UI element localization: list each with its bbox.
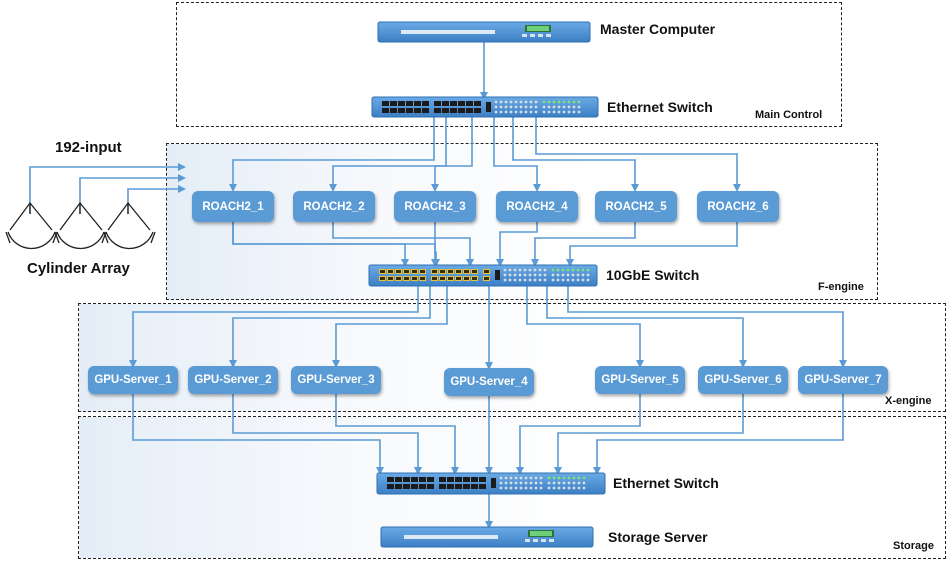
link-gpu1-switch: [132, 394, 384, 475]
input-line-3: [127, 185, 186, 214]
link-gpu6-switch: [554, 394, 744, 475]
link-switch-roach5: [512, 117, 639, 192]
master-computer-icon: [377, 21, 591, 43]
tengbe-switch-label: 10GbE Switch: [606, 267, 700, 283]
link-gpu3-switch: [335, 394, 459, 475]
gpu-node-1: GPU-Server_1: [88, 366, 178, 394]
gpu-node-3: GPU-Server_3: [291, 366, 381, 394]
main-control-region: [176, 2, 842, 127]
input-line-2: [79, 174, 186, 214]
gpu-node-6: GPU-Server_6: [698, 366, 788, 394]
link-10gbe-gpu2: [229, 286, 431, 368]
link-roach3-10gbe: [432, 222, 440, 267]
cylinder-array-icon: [5, 201, 156, 250]
ethernet-switch-top-icon: [371, 96, 599, 118]
main-control-label: Main Control: [755, 109, 823, 121]
link-switch-roach1: [229, 117, 435, 192]
link-roach1b-10gbe: [232, 222, 439, 267]
gpu-node-7: GPU-Server_7: [798, 366, 888, 394]
gpu-node-4: GPU-Server_4: [444, 368, 534, 396]
input-line-1: [29, 163, 186, 214]
x-engine-region: [78, 303, 946, 412]
link-10gbe-gpu5: [526, 286, 644, 368]
gpu-node-5: GPU-Server_5: [595, 366, 685, 394]
input-label: 192-input: [55, 139, 122, 156]
ethernet-switch-top-label: Ethernet Switch: [607, 99, 713, 115]
link-switch-roach3: [431, 117, 473, 192]
gpu-node-2: GPU-Server_2: [188, 366, 278, 394]
link-roach4-10gbe: [496, 222, 538, 267]
x-engine-label: X-engine: [885, 395, 932, 407]
storage-label: Storage: [893, 540, 934, 552]
roach-node-3: ROACH2_3: [394, 191, 476, 222]
f-engine-label: F-engine: [818, 281, 864, 293]
f-engine-region: [166, 143, 878, 300]
array-label: Cylinder Array: [27, 260, 130, 277]
link-roach6-10gbe: [566, 222, 738, 267]
master-computer-label: Master Computer: [600, 21, 716, 37]
link-10gbe-gpu3: [332, 286, 448, 368]
link-gpu5-switch: [516, 394, 641, 475]
link-roach2-10gbe: [332, 222, 474, 267]
tengbe-switch-icon: [368, 264, 598, 287]
storage-region: [78, 416, 946, 559]
roach-node-6: ROACH2_6: [697, 191, 779, 222]
roach-node-4: ROACH2_4: [496, 191, 578, 222]
link-switch-roach2: [329, 117, 447, 192]
storage-server-label: Storage Server: [608, 529, 708, 545]
roach-node-1: ROACH2_1: [192, 191, 274, 222]
link-switch-roach6: [535, 117, 741, 192]
roach-node-5: ROACH2_5: [595, 191, 677, 222]
link-10gbe-gpu7: [567, 286, 847, 368]
ethernet-switch-bottom-icon: [376, 472, 606, 495]
link-10gbe-gpu6: [546, 286, 747, 368]
link-gpu2-switch: [232, 394, 422, 475]
roach-node-2: ROACH2_2: [293, 191, 375, 222]
storage-server-icon: [380, 526, 594, 548]
link-roach5-10gbe: [531, 222, 636, 267]
ethernet-switch-bottom-label: Ethernet Switch: [613, 475, 719, 491]
link-switch-roach4: [493, 117, 541, 192]
link-roach1-10gbe: [232, 222, 409, 267]
link-10gbe-gpu1: [129, 286, 419, 368]
link-gpu7-switch: [593, 394, 844, 475]
